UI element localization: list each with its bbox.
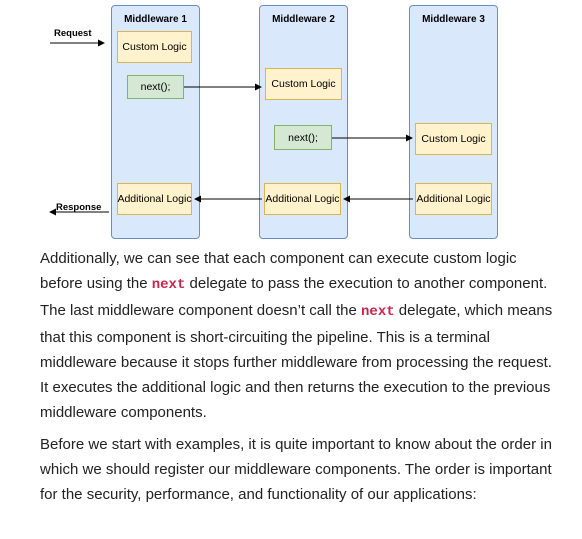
flow-arrows [49, 39, 413, 216]
middleware-2-additional-logic: Additional Logic [264, 183, 341, 215]
next-keyword-2: next [361, 304, 395, 320]
paragraph-1: Additionally, we can see that each compo… [40, 246, 560, 425]
middleware-3-title: Middleware 3 [422, 14, 485, 25]
response-label: Response [56, 202, 102, 213]
paragraph-1-text-a: Additionally, we can see that each compo… [40, 250, 517, 292]
middleware-1-additional-logic: Additional Logic [117, 183, 192, 215]
paragraph-1-text-c: delegate, which means that this componen… [40, 302, 553, 421]
middleware-3-additional-logic: Additional Logic [415, 183, 492, 215]
request-label: Request [54, 28, 92, 39]
next-keyword-1: next [151, 277, 186, 293]
middleware-2-custom-logic: Custom Logic [265, 68, 342, 100]
middleware-3-custom-logic: Custom Logic [415, 123, 492, 155]
middleware-1-custom-logic: Custom Logic [117, 31, 192, 63]
middleware-1-next-call: next(); [127, 75, 184, 99]
paragraph-2: Before we start with examples, it is qui… [40, 432, 560, 507]
paragraph-1-text-b: delegate to pass the execution to anothe… [40, 275, 548, 319]
middleware-2-title: Middleware 2 [272, 14, 335, 25]
middleware-pipeline-diagram: Middleware 1 Custom Logic next(); Additi… [0, 0, 582, 245]
paragraph-2-text: Before we start with examples, it is qui… [40, 436, 552, 503]
middleware-2-next-call: next(); [274, 125, 332, 150]
middleware-1-title: Middleware 1 [124, 14, 187, 25]
